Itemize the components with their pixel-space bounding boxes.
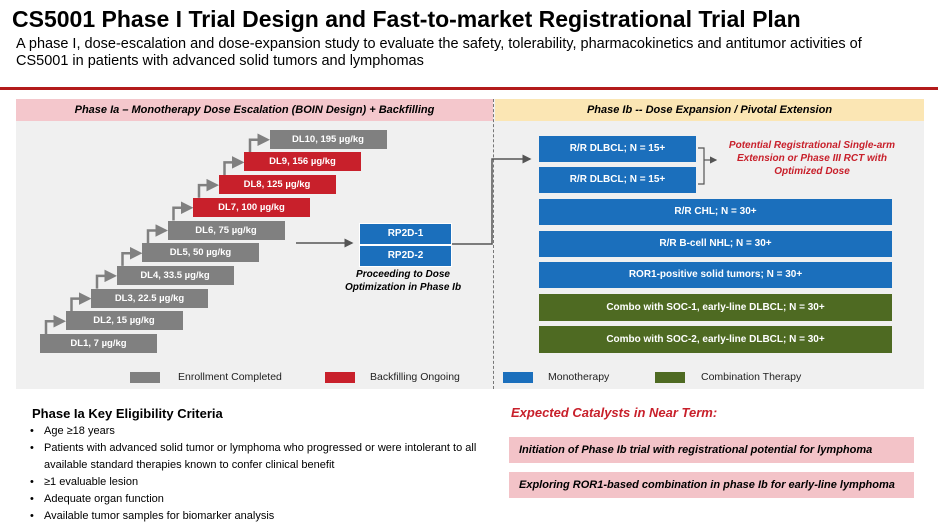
catalyst-item: Exploring ROR1-based combination in phas… [509, 472, 914, 498]
phase-ia-header: Phase Ia – Monotherapy Dose Escalation (… [16, 99, 493, 121]
phase-ib-arm-3: R/R CHL; N = 30+ [539, 199, 892, 225]
phase-ib-arm-1: R/R DLBCL; N = 15+ [539, 136, 696, 162]
rp2d-caption: Proceeding to Dose Optimization in Phase… [344, 269, 462, 293]
legend-swatch [503, 372, 533, 383]
escalation-arrow [223, 156, 245, 176]
escalation-arrow [146, 224, 168, 244]
legend-swatch [130, 372, 160, 383]
criteria-title: Phase Ia Key Eligibility Criteria [32, 406, 223, 421]
phase-ib-arm-4: R/R B-cell NHL; N = 30+ [539, 231, 892, 257]
dose-escalation-arrows [44, 133, 270, 334]
dose-level-9: DL9, 156 µg/kg [244, 152, 361, 172]
criteria-item: Adequate organ function [30, 491, 490, 508]
escalation-arrow [44, 315, 66, 334]
legend-swatch [655, 372, 685, 383]
phase-separator [493, 99, 494, 389]
phase-ib-arm-5: ROR1-positive solid tumors; N = 30+ [539, 262, 892, 288]
dose-level-10: DL10, 195 µg/kg [269, 129, 387, 149]
phase-ib-header: Phase Ib -- Dose Expansion / Pivotal Ext… [495, 99, 924, 121]
phase-ib-arrow [452, 154, 532, 245]
escalation-arrow [248, 133, 270, 153]
phase-ib-arm-2: R/R DLBCL; N = 15+ [539, 167, 696, 193]
dose-level-8: DL8, 125 µg/kg [218, 175, 336, 195]
rp2d-1-box: RP2D-1 [359, 223, 452, 245]
dose-level-1: DL1, 7 µg/kg [40, 334, 157, 353]
dose-level-3: DL3, 22.5 µg/kg [91, 288, 208, 308]
dose-level-5: DL5, 50 µg/kg [142, 243, 259, 263]
legend-label: Backfilling Ongoing [370, 371, 460, 383]
legend-label: Enrollment Completed [178, 371, 282, 383]
dose-level-2: DL2, 15 µg/kg [65, 311, 183, 331]
escalation-arrow [197, 178, 219, 198]
criteria-list: Age ≥18 yearsPatients with advanced soli… [30, 423, 490, 525]
criteria-item: Available tumor samples for biomarker an… [30, 508, 490, 525]
title-divider [0, 87, 938, 90]
escalation-arrow [121, 246, 143, 266]
criteria-item: Age ≥18 years [30, 423, 490, 440]
potential-registration-note: Potential Registrational Single-arm Exte… [728, 140, 896, 177]
page-title: CS5001 Phase I Trial Design and Fast-to-… [12, 6, 801, 32]
legend-label: Combination Therapy [701, 371, 802, 383]
dose-level-6: DL6, 75 µg/kg [167, 220, 285, 240]
phase-ib-arm-7: Combo with SOC-2, early-line DLBCL; N = … [539, 326, 892, 353]
legend-label: Monotherapy [548, 371, 610, 383]
page-subtitle: A phase I, dose-escalation and dose-expa… [16, 36, 862, 69]
dose-level-7: DL7, 100 µg/kg [193, 197, 310, 217]
criteria-item: ≥1 evaluable lesion [30, 474, 490, 491]
escalation-arrow [70, 292, 92, 312]
legend-swatch [325, 372, 355, 383]
escalation-arrow [172, 201, 194, 221]
rp2d-2-box: RP2D-2 [359, 245, 452, 267]
catalyst-item: Initiation of Phase Ib trial with regist… [509, 437, 914, 463]
dose-level-4: DL4, 33.5 µg/kg [116, 265, 234, 285]
phase-ib-arm-6: Combo with SOC-1, early-line DLBCL; N = … [539, 294, 892, 321]
escalation-arrow [95, 269, 117, 289]
criteria-item: Patients with advanced solid tumor or ly… [30, 440, 490, 474]
dlbcl-bracket [698, 147, 705, 185]
catalysts-title: Expected Catalysts in Near Term: [511, 405, 718, 420]
